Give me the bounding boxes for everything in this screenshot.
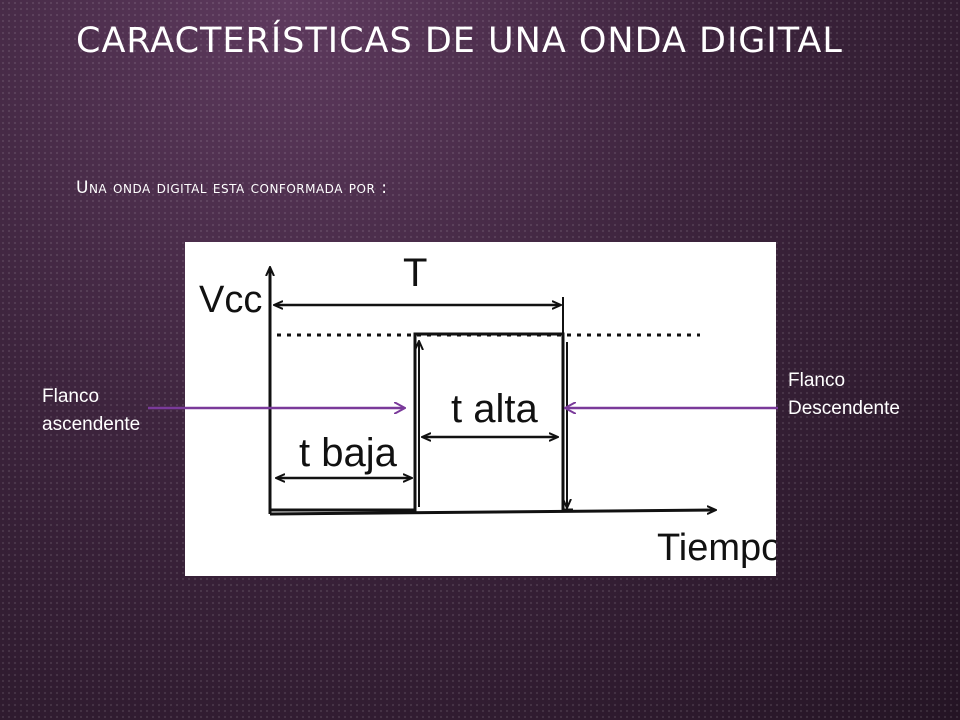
falling-edge-callout: Flanco Descendente bbox=[788, 370, 900, 419]
rising-edge-callout: Flanco ascendente bbox=[42, 386, 141, 435]
period-label: T bbox=[403, 251, 427, 295]
high-time-label: t alta bbox=[451, 387, 538, 431]
slide-title: CARACTERÍSTICAS DE UNA ONDA DIGITAL bbox=[76, 21, 843, 61]
x-axis-label: Tiempo bbox=[657, 527, 776, 569]
x-axis bbox=[269, 510, 715, 516]
y-axis-label: Vcc bbox=[199, 279, 262, 321]
slide-subtitle: Una onda digital esta conformada por : bbox=[76, 178, 388, 198]
pulse-waveform bbox=[270, 332, 573, 512]
low-time-label: t baja bbox=[299, 431, 398, 475]
diagram-svg: Vcc T t alta t baja Tiempo bbox=[199, 251, 776, 569]
digital-wave-diagram: Vcc T t alta t baja Tiempo bbox=[185, 242, 776, 576]
